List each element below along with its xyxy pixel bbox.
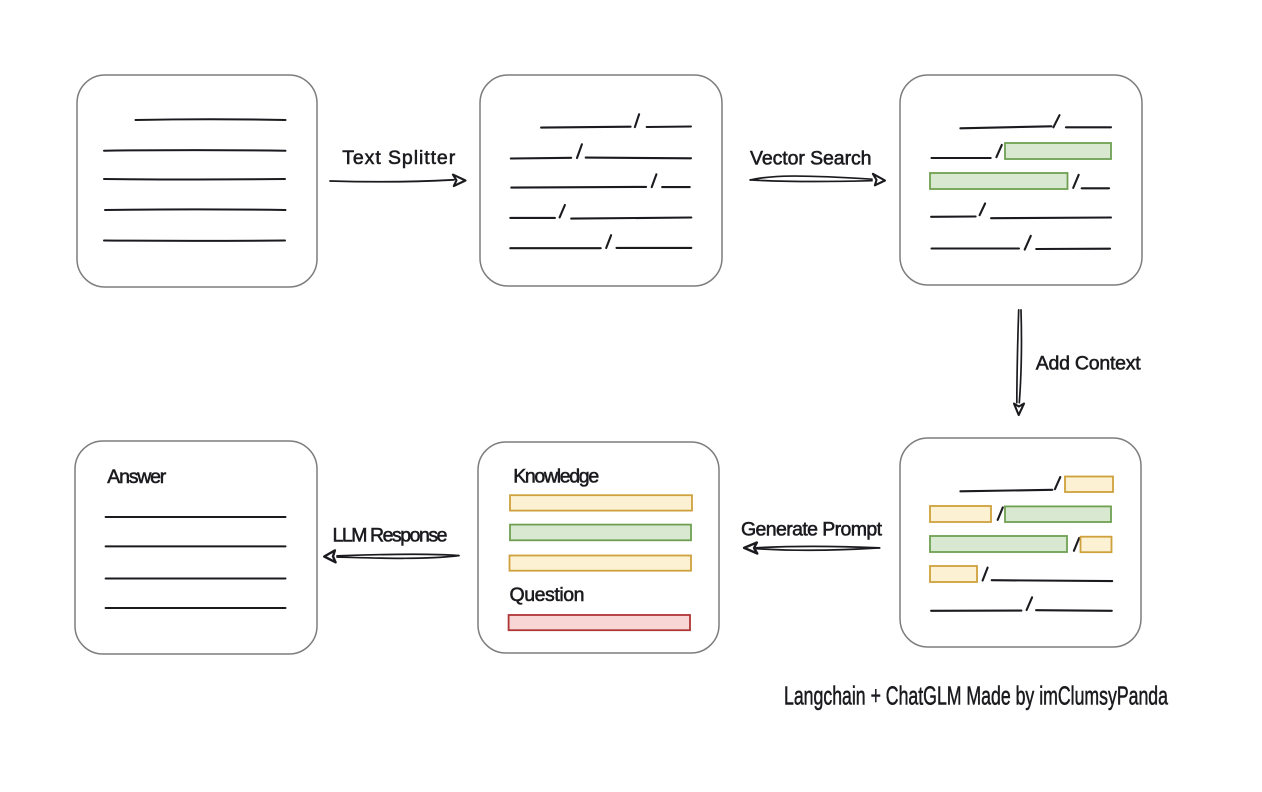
svg-text:Knowledge: Knowledge (513, 466, 599, 488)
svg-text:LLM Response: LLM Response (333, 524, 448, 546)
svg-text:Vector Search: Vector Search (750, 148, 872, 170)
svg-text:Langchain + ChatGLM Made by im: Langchain + ChatGLM Made by imClumsyPand… (784, 680, 1168, 710)
svg-text:Text Splitter: Text Splitter (342, 147, 456, 169)
svg-text:Question: Question (510, 584, 585, 606)
svg-text:Generate Prompt: Generate Prompt (741, 518, 883, 540)
svg-text:Answer: Answer (107, 466, 167, 488)
svg-text:Add Context: Add Context (1036, 353, 1142, 375)
